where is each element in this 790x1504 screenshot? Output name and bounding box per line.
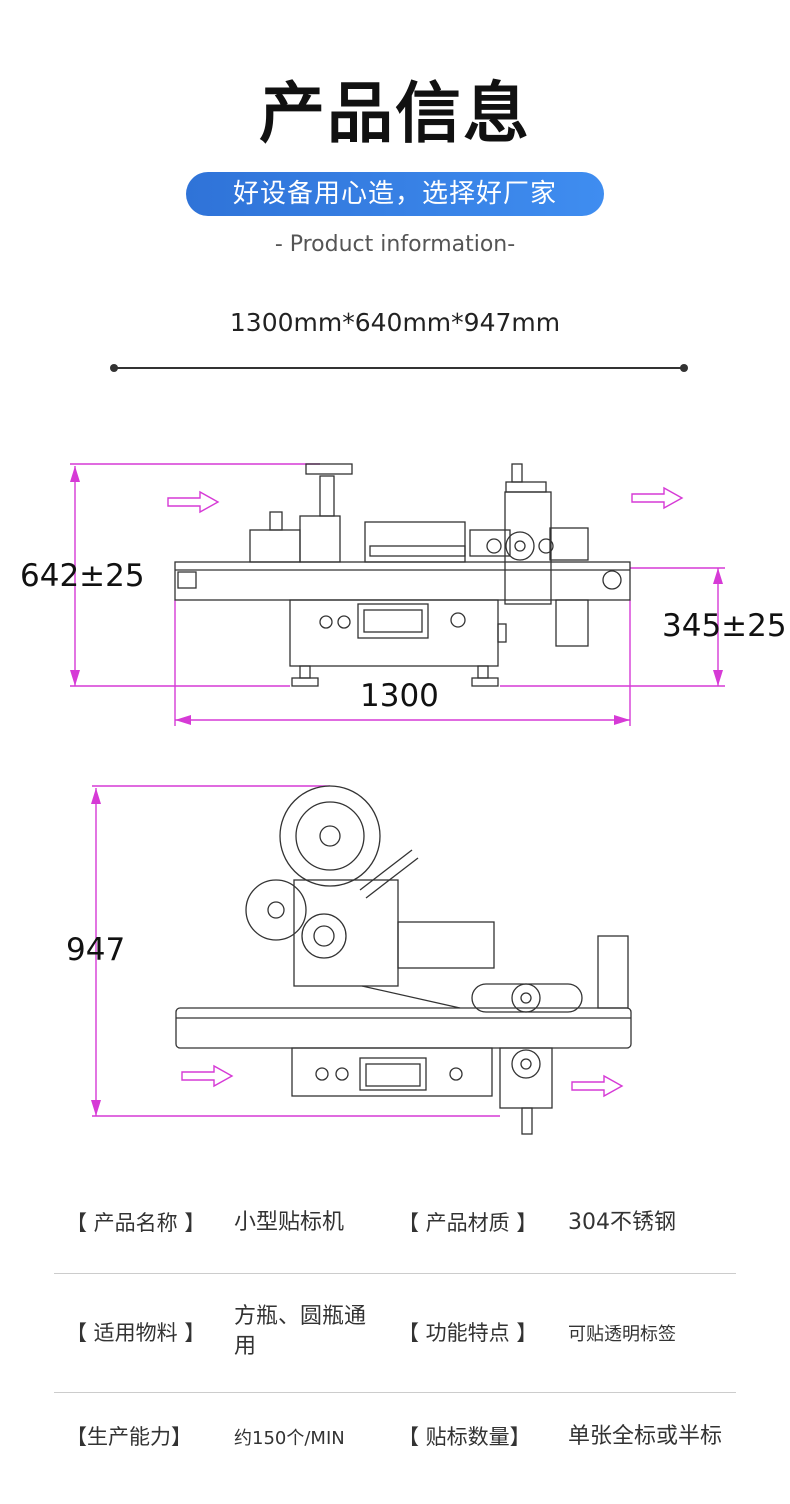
spec-divider (54, 1273, 736, 1274)
length-dimension-label: 1300 (360, 678, 439, 714)
spec-value: 304不锈钢 (568, 1210, 676, 1235)
spec-value: 方瓶、圆瓶通用 (234, 1304, 367, 1359)
spec-label: 【 适用物料 】 (66, 1321, 206, 1345)
divider-line (110, 364, 688, 372)
spec-label: 【 产品材质 】 (398, 1211, 538, 1235)
spec-label: 【 贴标数量】 (398, 1425, 531, 1449)
height-dimension-label: 642±25 (20, 558, 145, 594)
page-title: 产品信息 (259, 75, 531, 152)
slogan-badge: 好设备用心造，选择好厂家 (186, 172, 604, 216)
spec-value: 约150个/MIN (234, 1428, 345, 1449)
technical-drawing (70, 463, 725, 1135)
spec-value: 小型贴标机 (234, 1210, 345, 1235)
depth-dimension-label: 947 (66, 932, 126, 968)
spec-value: 单张全标或半标 (568, 1424, 723, 1449)
subtitle: - Product information- (274, 232, 516, 257)
spec-value: 可贴透明标签 (568, 1324, 676, 1345)
spec-divider (54, 1392, 736, 1393)
dimensions-text: 1300mm*640mm*947mm (229, 308, 561, 337)
spec-label: 【 产品名称 】 (66, 1211, 206, 1235)
conveyor-height-dimension-label: 345±25 (662, 608, 787, 644)
spec-label: 【 功能特点 】 (398, 1321, 538, 1345)
spec-label: 【生产能力】 (66, 1425, 192, 1449)
